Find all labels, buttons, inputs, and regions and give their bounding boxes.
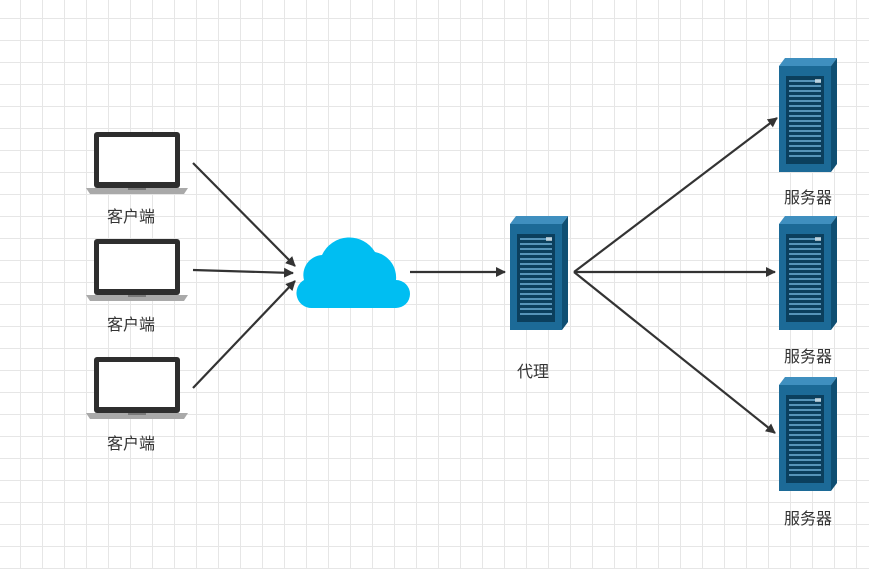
connectors: [192, 117, 778, 434]
server-label: 服务器: [783, 347, 833, 366]
server-label: 服务器: [783, 509, 833, 528]
arrow-proxy-server1: [573, 117, 778, 273]
laptop-icon: [86, 132, 188, 194]
arrow-client3-cloud: [192, 280, 296, 389]
client-label: 客户端: [106, 434, 156, 453]
arrow-client1-cloud: [192, 162, 296, 267]
client-label: 客户端: [106, 207, 156, 226]
laptop-icon: [86, 357, 188, 419]
cloud-icon: [296, 237, 410, 309]
client-label: 客户端: [106, 315, 156, 334]
server-icon: [778, 215, 838, 331]
server-icon: [778, 376, 838, 492]
arrow-proxy-server3: [573, 271, 776, 434]
server-icon: [509, 215, 569, 331]
server-label: 服务器: [783, 188, 833, 207]
arrow-client2-cloud: [192, 267, 294, 278]
server-icon: [778, 57, 838, 173]
laptop-icon: [86, 239, 188, 301]
proxy-label: 代理: [516, 362, 550, 381]
